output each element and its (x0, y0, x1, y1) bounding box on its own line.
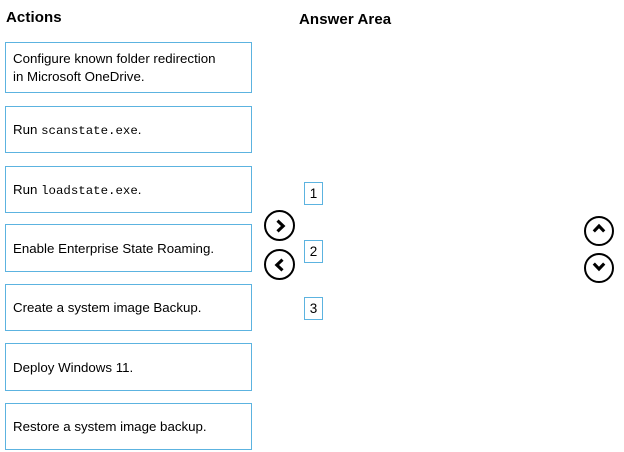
answer-slot[interactable]: 3 (304, 297, 323, 320)
action-tile-label: Run scanstate.exe. (13, 121, 142, 138)
move-left-button[interactable] (264, 249, 295, 280)
action-tile-label: Restore a system image backup. (13, 419, 207, 434)
command-name: scanstate.exe (41, 123, 138, 138)
command-name: loadstate.exe (41, 183, 138, 198)
action-tile-label: Create a system image Backup. (13, 300, 202, 315)
action-tile[interactable]: Create a system image Backup. (5, 284, 252, 331)
action-tile-label: Deploy Windows 11. (13, 359, 134, 375)
chevron-left-icon (272, 257, 288, 273)
action-tile-label: Enable Enterprise State Roaming. (13, 240, 215, 256)
answer-slot-number: 3 (309, 300, 318, 316)
action-tile[interactable]: Restore a system image backup. (5, 403, 252, 450)
answer-slot-number: 1 (309, 185, 318, 201)
answer-slot[interactable]: 2 (304, 240, 323, 263)
chevron-right-icon (272, 218, 288, 234)
action-tile[interactable]: Deploy Windows 11. (5, 343, 252, 391)
move-up-button[interactable] (584, 216, 614, 246)
answer-slot-number: 2 (309, 243, 318, 259)
action-tile[interactable]: Run loadstate.exe. (5, 166, 252, 213)
chevron-down-icon (591, 258, 607, 279)
move-down-button[interactable] (584, 253, 614, 283)
move-right-button[interactable] (264, 210, 295, 241)
action-tile-label: Run loadstate.exe. (13, 181, 142, 198)
action-tile[interactable]: Enable Enterprise State Roaming. (5, 224, 252, 272)
answer-area-column-title: Answer Area (299, 11, 392, 28)
chevron-up-icon (591, 221, 607, 242)
answer-slot[interactable]: 1 (304, 182, 323, 205)
action-tile[interactable]: Run scanstate.exe. (5, 106, 252, 153)
actions-column-title: Actions (6, 9, 62, 26)
